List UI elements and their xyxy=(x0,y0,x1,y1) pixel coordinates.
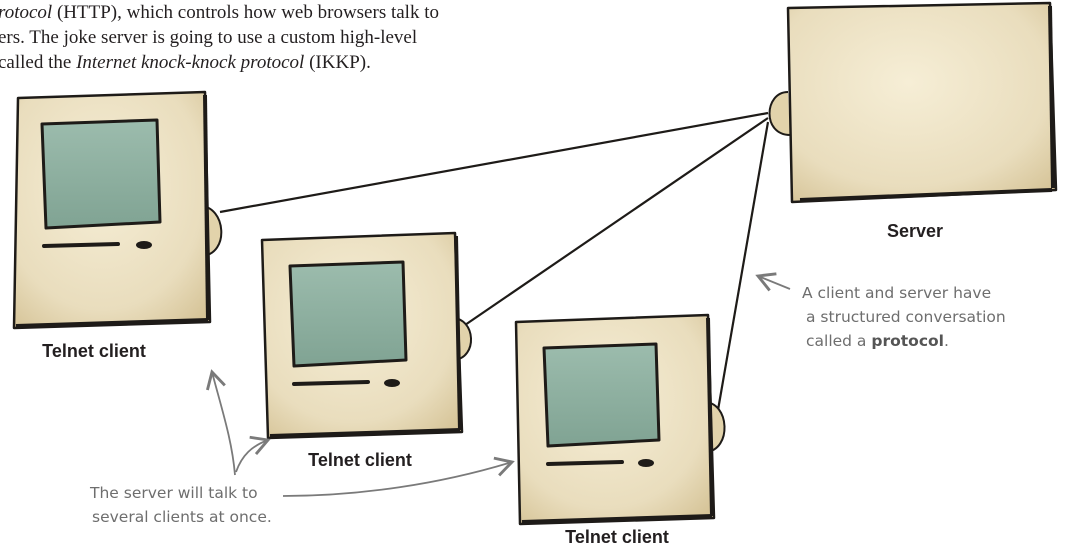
client-1-label: Telnet client xyxy=(42,341,146,361)
client-3-label: Telnet client xyxy=(565,527,669,547)
clients-arrow-3 xyxy=(282,456,515,497)
connection-lines xyxy=(219,111,770,411)
intro-paragraph: rotocol (HTTP), which controls how web b… xyxy=(0,0,760,75)
connection-line-client-3 xyxy=(716,121,770,411)
clients-note-line-1: The server will talk to xyxy=(89,484,258,502)
intro-line-1-rest: (HTTP), which controls how web browsers … xyxy=(52,2,439,23)
connection-line-client-2 xyxy=(464,117,769,326)
server-body xyxy=(786,1,1058,204)
server-label: Server xyxy=(887,221,943,241)
intro-line-3: called the Internet knock-knock protocol… xyxy=(0,50,760,75)
clients-arrow-1 xyxy=(206,369,236,476)
protocol-note-line-2: a structured conversation xyxy=(806,308,1006,326)
server-machine xyxy=(768,1,1058,204)
protocol-arrow xyxy=(755,272,791,292)
client-3-slot xyxy=(546,460,624,466)
protocol-note-line-3: called a protocol. xyxy=(806,332,949,350)
intro-line-1: rotocol (HTTP), which controls how web b… xyxy=(0,0,760,25)
client-1-screen xyxy=(40,118,162,230)
protocol-note-line-3-suffix: . xyxy=(944,332,949,350)
client-3-button xyxy=(638,459,654,467)
intro-line-2: ers. The joke server is going to use a c… xyxy=(0,25,760,50)
telnet-client-1 xyxy=(12,90,223,330)
intro-line-3-italic: Internet knock-knock protocol xyxy=(76,52,305,73)
client-3-screen xyxy=(542,342,661,448)
client-2-button xyxy=(384,379,400,387)
protocol-note-line-1: A client and server have xyxy=(802,284,991,302)
connection-line-client-1 xyxy=(219,111,769,214)
client-2-screen xyxy=(288,260,408,368)
clients-note-line-2: several clients at once. xyxy=(92,508,272,526)
client-1-slot xyxy=(42,242,120,248)
protocol-note-keyword: protocol xyxy=(871,332,944,350)
clients-arrow-2 xyxy=(235,435,271,473)
clients-annotation: The server will talk to several clients … xyxy=(89,369,515,526)
telnet-client-3 xyxy=(514,313,726,526)
intro-line-3-prefix: called the xyxy=(0,52,77,73)
intro-line-2-text: ers. The joke server is going to use a c… xyxy=(0,27,418,48)
protocol-annotation: A client and server have a structured co… xyxy=(755,272,1006,350)
telnet-client-2 xyxy=(260,231,472,440)
intro-line-3-suffix: (IKKP). xyxy=(304,52,371,73)
client-1-button xyxy=(136,241,152,249)
protocol-note-line-3-prefix: called a xyxy=(806,332,871,350)
client-2-label: Telnet client xyxy=(308,450,412,470)
client-2-slot xyxy=(292,380,370,386)
intro-line-1-italic: rotocol xyxy=(0,2,53,23)
server-port xyxy=(768,91,791,136)
